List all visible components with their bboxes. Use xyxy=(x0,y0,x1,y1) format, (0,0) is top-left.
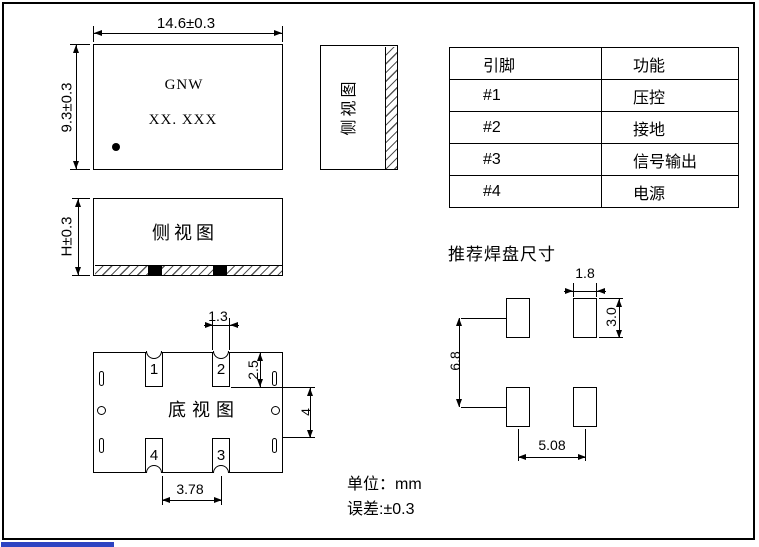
dim-6_8-ext-bottom xyxy=(461,407,506,408)
pin-cell: #2 xyxy=(449,111,602,144)
dim-h-ext-bottom xyxy=(72,275,90,276)
hole-right xyxy=(271,406,280,415)
dim-3_0-line xyxy=(615,299,622,338)
accent-bar xyxy=(1,542,114,547)
dim-1_8-ext-right xyxy=(596,283,597,297)
land-pad-top-left xyxy=(506,298,530,338)
dim-width-ext-left xyxy=(93,26,94,42)
function-cell: 压控 xyxy=(601,79,739,112)
top-view-package xyxy=(93,44,283,170)
pin-cell: #1 xyxy=(449,79,602,112)
bottom-pad-4-label: 4 xyxy=(149,447,159,464)
dim-h-line xyxy=(74,199,81,275)
pin1-dot xyxy=(112,143,120,151)
land-pad-top-right xyxy=(573,298,597,338)
dim-height-ext-bottom xyxy=(70,169,90,170)
dim-5_08-ext-right xyxy=(585,429,586,461)
dim-h-label: H±0.3 xyxy=(58,216,76,257)
side-view-front-pad-right xyxy=(213,265,227,275)
pin-cell: #3 xyxy=(449,143,602,176)
dim-1_8-ext-left xyxy=(573,283,574,297)
dim-3_0-ext-top xyxy=(599,298,623,299)
side-view-right-hatch xyxy=(385,46,397,169)
dim-6_8-line xyxy=(455,318,462,407)
dim-4-ext-top xyxy=(231,387,315,388)
table-row: #4 电源 xyxy=(449,175,739,208)
dim-h-ext-top xyxy=(72,198,90,199)
dim-5_08-ext-left xyxy=(518,429,519,461)
hole-left xyxy=(97,406,106,415)
function-cell: 接地 xyxy=(601,111,739,144)
dim-1_3-ext-right xyxy=(229,318,230,350)
dim-height-line xyxy=(72,45,79,169)
pin-cell: #4 xyxy=(449,175,602,208)
dim-width-ext-right xyxy=(282,26,283,42)
dim-1_3-ext-left xyxy=(212,318,213,350)
table-header-row: 引脚 功能 xyxy=(449,47,739,80)
side-view-front-pad-left xyxy=(148,265,162,275)
bottom-pad-3-label: 3 xyxy=(216,447,226,464)
bottom-view-package xyxy=(93,352,283,473)
side-view-front-label: 侧视图 xyxy=(152,223,218,243)
unit-note: 单位：mm xyxy=(347,476,422,493)
bottom-pad-1: 1 xyxy=(145,352,163,387)
brand-marking: GNW xyxy=(164,77,204,93)
dim-3_78-line xyxy=(162,496,222,503)
pad-layout-title: 推荐焊盘尺寸 xyxy=(448,245,556,264)
dim-1_8-line xyxy=(564,287,606,294)
dim-3_78-label: 3.78 xyxy=(176,481,204,497)
dim-height-label: 9.3±0.3 xyxy=(58,82,76,133)
model-marking: XX. XXX xyxy=(148,112,218,128)
bottom-pad-2-label: 2 xyxy=(216,361,226,378)
dim-4-ext-bottom xyxy=(283,437,315,438)
pin-function-table: 引脚 功能 #1 压控 #2 接地 #3 信号输出 #4 电源 xyxy=(449,47,739,208)
dim-1_3-label: 1.3 xyxy=(208,308,228,324)
slot-bottom-right xyxy=(272,438,277,453)
slot-top-right xyxy=(272,371,277,386)
dim-3_78-ext-right xyxy=(221,476,222,505)
dim-3_78-ext-left xyxy=(162,476,163,505)
function-cell: 电源 xyxy=(601,175,739,208)
dim-6_8-ext-top xyxy=(461,318,506,319)
tolerance-note: 误差:±0.3 xyxy=(347,501,415,518)
dim-4-line xyxy=(306,388,313,438)
dim-2_5-line xyxy=(256,353,263,387)
slot-bottom-left xyxy=(99,438,104,453)
dim-1_3-line xyxy=(204,321,239,328)
dim-width-label: 14.6±0.3 xyxy=(156,15,216,32)
side-view-front-package xyxy=(93,198,283,276)
drawing-border xyxy=(2,2,755,540)
dim-5_08-label: 5.08 xyxy=(538,437,566,453)
dim-5_08-line xyxy=(518,453,586,460)
dim-height-ext-top xyxy=(70,44,90,45)
header-pin: 引脚 xyxy=(449,47,602,80)
dim-width-line xyxy=(94,29,282,36)
table-row: #1 压控 xyxy=(449,79,739,112)
bottom-pad-1-label: 1 xyxy=(149,361,159,378)
table-row: #3 信号输出 xyxy=(449,143,739,176)
slot-top-left xyxy=(99,371,104,386)
land-pad-bottom-right xyxy=(573,387,597,427)
dim-1_8-label: 1.8 xyxy=(575,265,595,281)
side-view-front-base-hatch xyxy=(94,265,282,275)
side-view-right-label: 侧视图 xyxy=(341,78,358,136)
function-cell: 信号输出 xyxy=(601,143,739,176)
bottom-pad-3: 3 xyxy=(212,438,230,473)
dim-3_0-ext-bottom xyxy=(599,337,623,338)
table-row: #2 接地 xyxy=(449,111,739,144)
header-function: 功能 xyxy=(601,47,739,80)
bottom-view-label: 底视图 xyxy=(168,400,240,420)
land-pad-bottom-left xyxy=(506,387,530,427)
